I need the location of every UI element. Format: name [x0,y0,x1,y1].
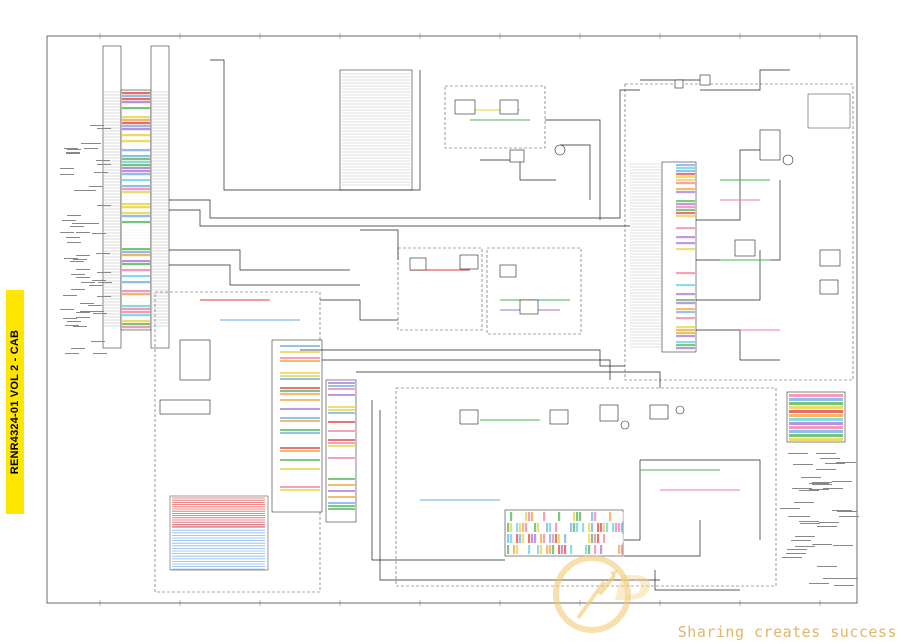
annotation-dots [60,125,859,586]
left-connector-block [102,45,170,349]
color-legend-table [786,391,846,443]
bottom-left-colored-wiring [169,495,269,571]
bottom-center-connector-table [504,509,624,557]
right-connector-block [630,93,851,353]
document-side-title: RENR4324-01 VOL 2 - CAB [6,290,24,514]
component-symbols [159,74,841,430]
top-center-connector-table [339,69,413,191]
trunk-wires [169,59,790,591]
center-connector-columns [271,339,357,523]
watermark-slogan: Sharing creates success [677,623,897,641]
drawing-border [46,35,858,604]
